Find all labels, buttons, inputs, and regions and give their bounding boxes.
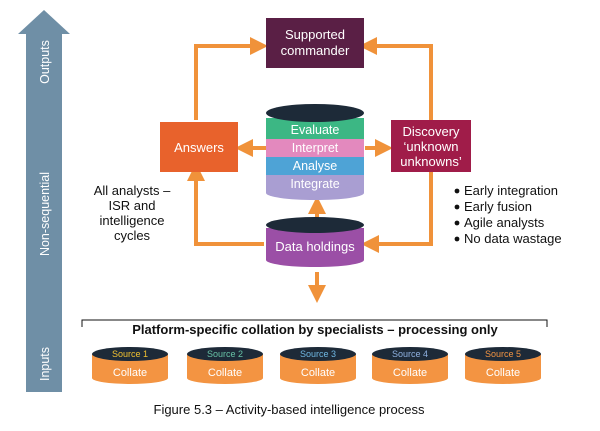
source-label: Source 1 xyxy=(112,349,148,359)
source-label: Source 4 xyxy=(392,349,428,359)
axis-arrow xyxy=(18,10,70,392)
source-cylinder-2: Source 2 Collate xyxy=(187,347,263,384)
data-holdings-cylinder: Data holdings xyxy=(266,217,364,267)
source-label: Source 3 xyxy=(300,349,336,359)
source-cylinders: Source 1 Collate Source 2 Collate Source 3 Co… xyxy=(92,347,541,384)
collate-label: Collate xyxy=(208,367,242,379)
source-top-cap xyxy=(187,347,263,361)
data-holdings-label: Data holdings xyxy=(275,239,355,254)
source-top-cap xyxy=(92,347,168,361)
collation-title: Platform-specific collation by specialis… xyxy=(132,322,498,337)
bullet-item: Early fusion xyxy=(464,199,532,214)
benefits-list: Early integration Early fusion Agile ana… xyxy=(454,183,562,246)
source-bottom-cap xyxy=(92,372,168,384)
source-bottom-cap xyxy=(372,372,448,384)
axis-label-non-sequential: Non-sequential xyxy=(38,172,52,256)
source-label: Source 5 xyxy=(485,349,521,359)
bullet-dot xyxy=(454,236,460,242)
flow-arrows xyxy=(187,37,433,303)
collate-label: Collate xyxy=(301,367,335,379)
source-cylinder-3: Source 3 Collate xyxy=(280,347,356,384)
stack-label-analyse: Analyse xyxy=(293,159,338,173)
source-bottom-cap xyxy=(465,372,541,384)
left-note-line3: intelligence xyxy=(99,213,164,228)
answers-box: Answers xyxy=(160,122,238,172)
arrow-discovery-to-data xyxy=(361,172,433,253)
discovery-label-line3: unknowns’ xyxy=(400,154,462,169)
discovery-box: Discovery ‘unknown unknowns’ xyxy=(391,120,471,172)
axis-label-inputs: Inputs xyxy=(38,347,52,381)
vertical-axis: Outputs Non-sequential Inputs xyxy=(18,10,70,392)
bullet-item: No data wastage xyxy=(464,231,562,246)
axis-label-outputs: Outputs xyxy=(38,40,52,84)
figure-caption: Figure 5.3 – Activity-based intelligence… xyxy=(154,402,425,417)
arrow-data-to-answers xyxy=(187,163,264,246)
stack-label-evaluate: Evaluate xyxy=(291,123,340,137)
stack-layer-interpret xyxy=(266,139,364,157)
bullet-item: Early integration xyxy=(464,183,558,198)
source-top-cap xyxy=(372,347,448,361)
collate-label: Collate xyxy=(486,367,520,379)
source-top-cap xyxy=(280,347,356,361)
stack-top-cap xyxy=(266,104,364,122)
bullet-dot xyxy=(454,188,460,194)
left-note-line4: cycles xyxy=(114,228,151,243)
collate-label: Collate xyxy=(113,367,147,379)
answers-label: Answers xyxy=(174,140,224,155)
bullet-dot xyxy=(454,204,460,210)
collate-label: Collate xyxy=(393,367,427,379)
commander-label-line2: commander xyxy=(281,43,350,58)
left-note: All analysts – ISR and intelligence cycl… xyxy=(94,183,171,243)
source-cylinder-4: Source 4 Collate xyxy=(372,347,448,384)
source-label: Source 2 xyxy=(207,349,243,359)
commander-label-line1: Supported xyxy=(285,27,345,42)
discovery-label-line1: Discovery xyxy=(402,124,460,139)
stack-layer-analyse xyxy=(266,157,364,175)
supported-commander-box: Supported commander xyxy=(266,18,364,68)
left-note-line1: All analysts – xyxy=(94,183,171,198)
source-bottom-cap xyxy=(280,372,356,384)
source-bottom-cap xyxy=(187,372,263,384)
source-top-cap xyxy=(465,347,541,361)
discovery-label-line2: ‘unknown xyxy=(404,139,459,154)
arrow-discovery-to-commander xyxy=(359,37,433,120)
source-cylinder-1: Source 1 Collate xyxy=(92,347,168,384)
stack-bottom-cap xyxy=(266,186,364,200)
analysis-stack: Evaluate Interpret Analyse Integrate xyxy=(266,104,364,200)
stack-layer-evaluate xyxy=(266,118,364,139)
left-note-line2: ISR and xyxy=(109,198,156,213)
collation-bracket: Platform-specific collation by specialis… xyxy=(81,319,548,340)
data-holdings-top-cap xyxy=(266,217,364,233)
source-cylinder-5: Source 5 Collate xyxy=(465,347,541,384)
bullet-item: Agile analysts xyxy=(464,215,545,230)
bullet-dot xyxy=(454,220,460,226)
stack-label-interpret: Interpret xyxy=(292,141,339,155)
stack-label-integrate: Integrate xyxy=(290,177,339,191)
arrow-answers-to-commander xyxy=(194,37,268,120)
